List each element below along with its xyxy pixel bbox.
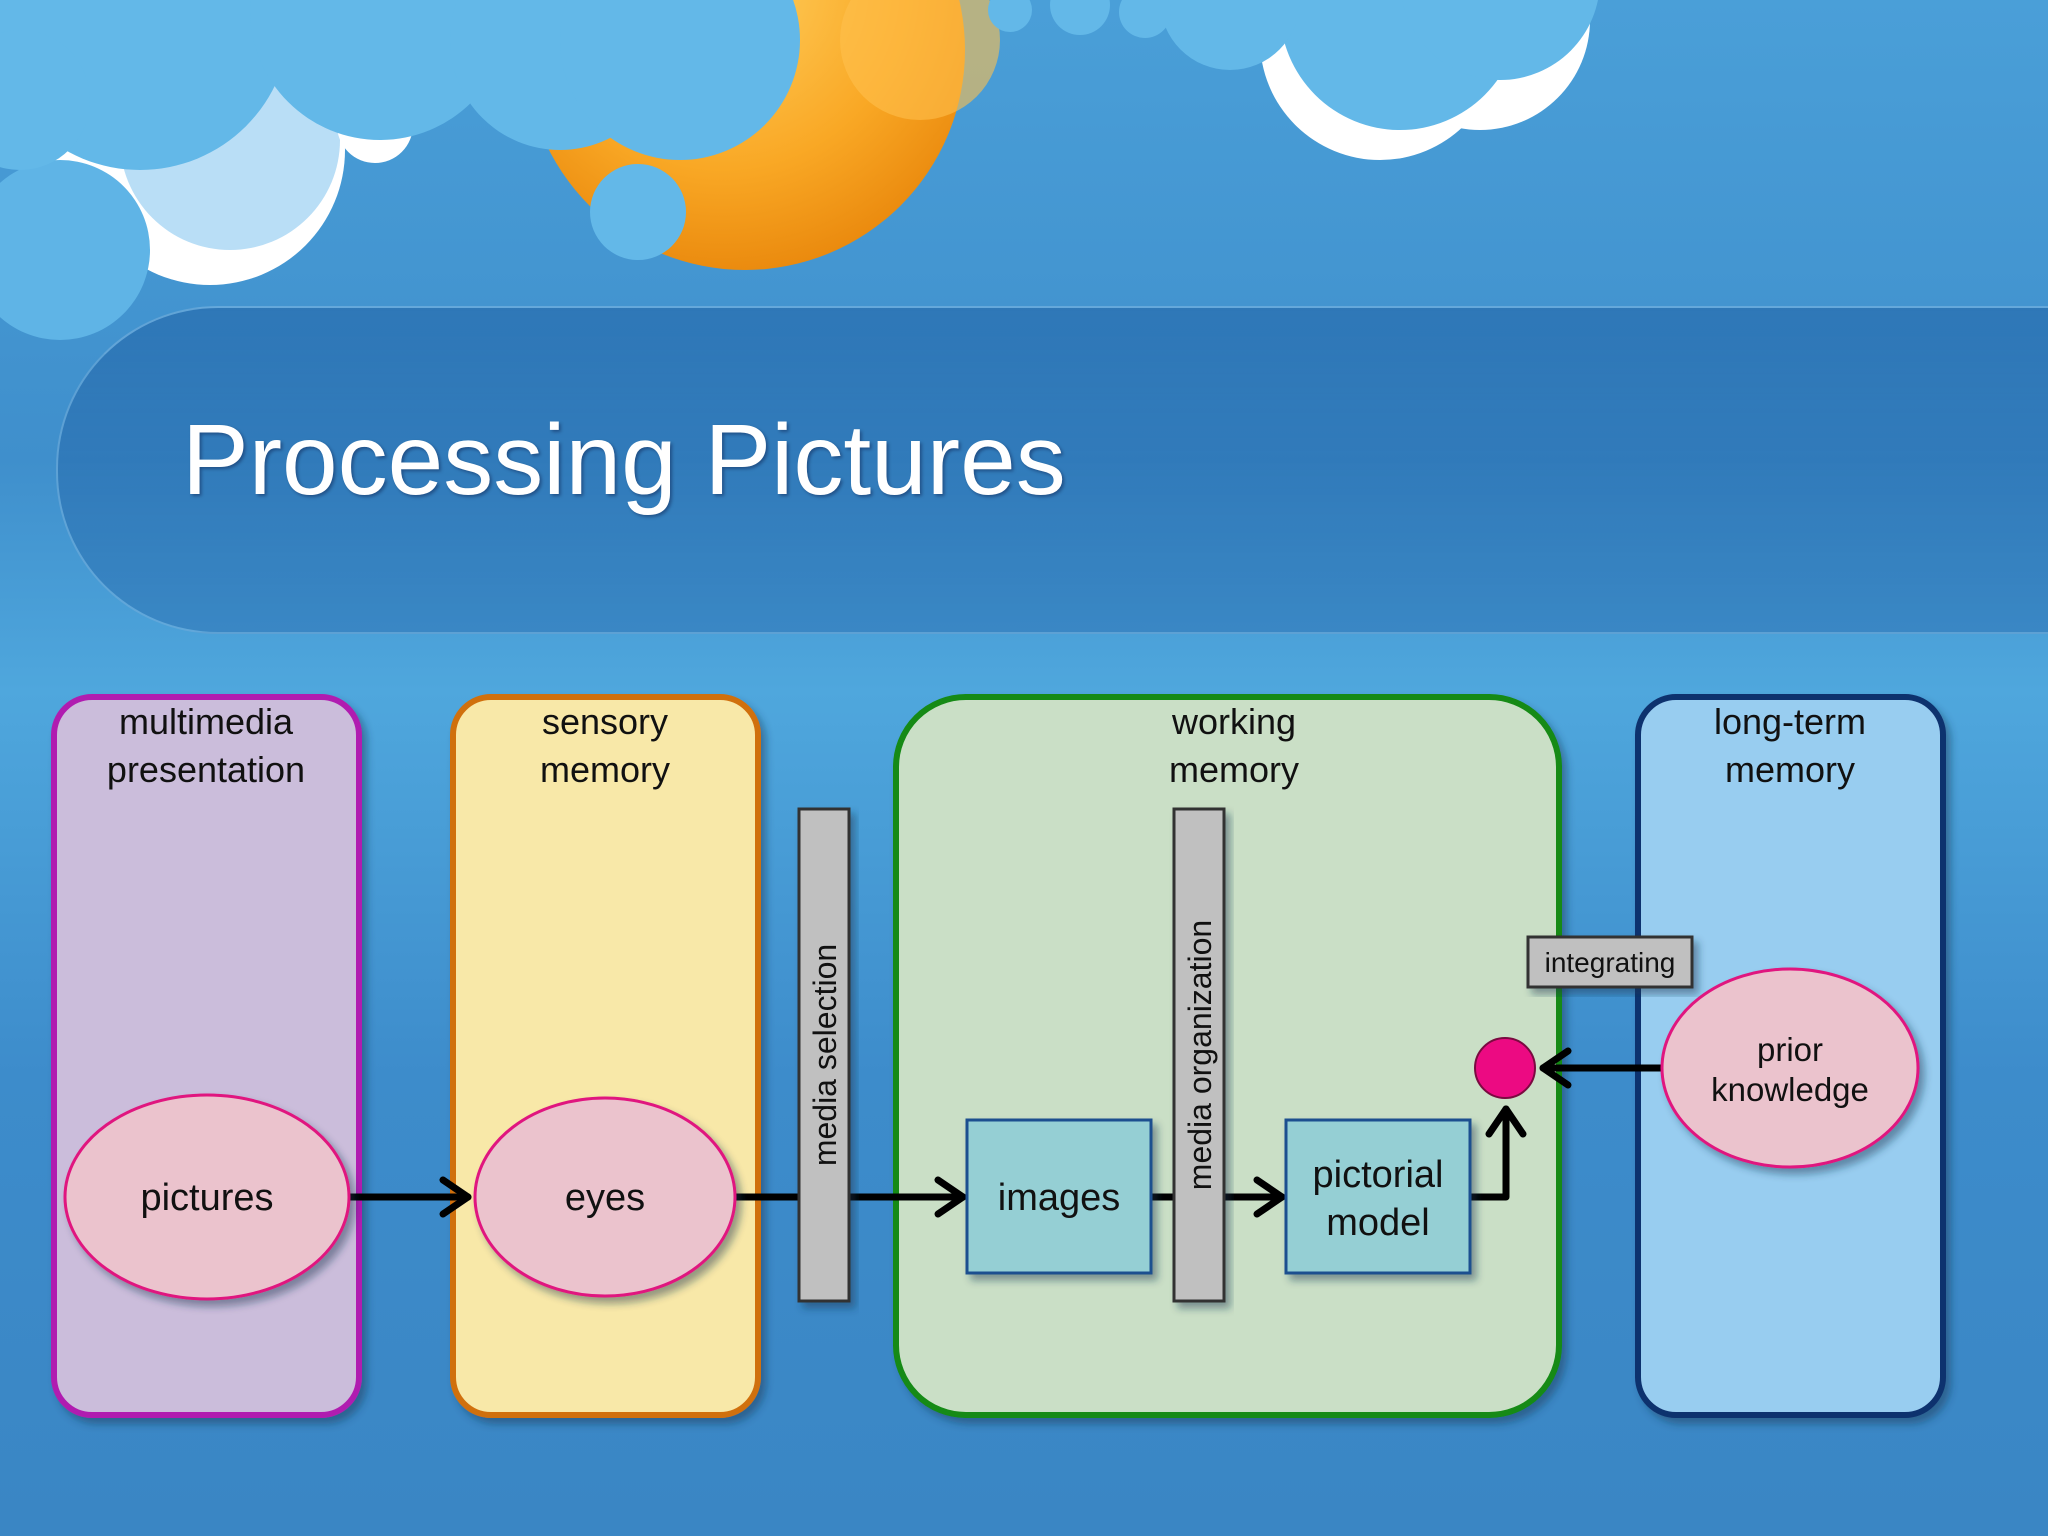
sensory-memory-panel — [450, 694, 761, 1418]
longterm-heading-line2: memory — [1725, 749, 1855, 790]
cloud-left-icon — [0, 0, 800, 340]
multimedia-heading-line1: multimedia — [119, 701, 294, 742]
pictorial-model-label-line2: model — [1326, 1202, 1430, 1244]
arrowhead-images — [934, 1176, 967, 1218]
title-band — [56, 306, 2048, 634]
multimedia-heading-line2: presentation — [107, 749, 305, 790]
media-organization-label: media organization — [1182, 920, 1218, 1190]
prior-knowledge-label-line2: knowledge — [1711, 1071, 1869, 1108]
media-selection-label: media selection — [807, 944, 843, 1166]
working-heading-line2: memory — [1169, 749, 1299, 790]
longterm-heading-line1: long-term — [1714, 701, 1866, 742]
arrowhead-eyes — [439, 1176, 472, 1218]
integration-point-dot — [1474, 1037, 1536, 1099]
eyes-node — [473, 1096, 737, 1298]
arrowhead-integration-left — [1539, 1047, 1572, 1089]
arrowhead-model — [1253, 1176, 1286, 1218]
eyes-label: eyes — [565, 1177, 645, 1219]
prior-knowledge-label-line1: prior — [1757, 1031, 1823, 1068]
working-memory-panel — [893, 694, 1562, 1418]
prior-knowledge-node — [1660, 967, 1920, 1169]
media-organization-bar — [1172, 807, 1226, 1303]
pictorial-model-node — [1284, 1118, 1472, 1275]
arrow-model-to-integration — [1466, 1105, 1510, 1201]
pictorial-model-label-line1: pictorial — [1313, 1154, 1444, 1196]
cloud-right-icon — [988, 0, 1598, 160]
sensory-heading-line2: memory — [540, 749, 670, 790]
working-heading-line1: working — [1171, 701, 1296, 742]
arrowhead-integration-up — [1485, 1105, 1527, 1138]
integrating-label: integrating — [1545, 947, 1676, 978]
pictures-label: pictures — [140, 1177, 273, 1219]
multimedia-presentation-panel — [51, 694, 362, 1418]
sensory-heading-line1: sensory — [542, 701, 668, 742]
pictures-node — [63, 1093, 351, 1301]
media-selection-bar — [797, 807, 851, 1303]
images-label: images — [998, 1177, 1121, 1219]
integrating-box — [1526, 935, 1694, 989]
images-node — [965, 1118, 1153, 1275]
slide-title: Processing Pictures — [182, 404, 1066, 516]
